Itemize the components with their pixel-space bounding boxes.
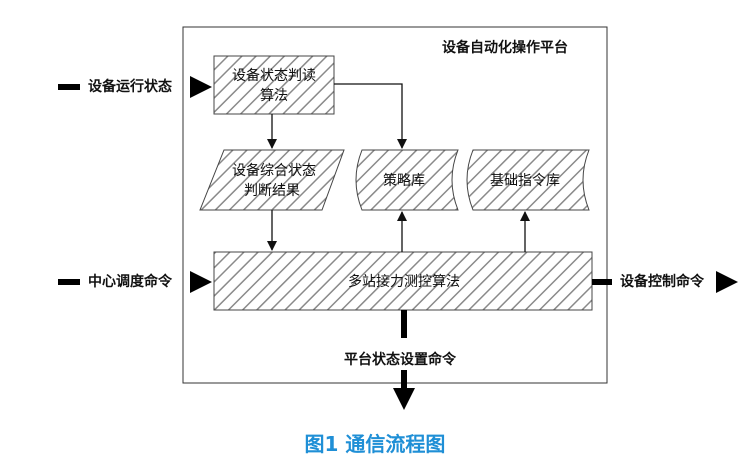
- output-device-control-arrowhead: [716, 271, 738, 293]
- input-center-command-label: 中心调度命令: [88, 273, 173, 290]
- input-center-command-arrowhead: [190, 271, 212, 293]
- platform-frame: [182, 26, 608, 384]
- composite-result-label-2: 判断结果: [244, 183, 300, 199]
- strategy-lib-label: 策略库: [383, 172, 425, 189]
- output-platform-setting-arrowhead: [393, 388, 415, 410]
- output-platform-setting-label: 平台状态设置命令: [344, 351, 457, 368]
- input-device-status-arrowhead: [190, 76, 212, 98]
- arrow-read-to-strategy: [334, 83, 407, 149]
- composite-result-label-1: 设备综合状态: [232, 162, 316, 179]
- input-device-status-label: 设备运行状态: [88, 78, 172, 95]
- composite-result-box: [199, 149, 345, 211]
- relay-algo-label: 多站接力测控算法: [348, 273, 460, 290]
- state-read-algo-label-1: 设备状态判读: [232, 67, 316, 84]
- strategy-lib-box: [355, 149, 459, 211]
- output-device-control-label: 设备控制命令: [620, 273, 705, 290]
- figure-caption: 图1 通信流程图: [305, 432, 446, 456]
- base-instruction-lib-label: 基础指令库: [490, 172, 560, 189]
- platform-title: 设备自动化操作平台: [442, 39, 568, 56]
- state-read-algo-label-2: 算法: [260, 88, 288, 104]
- state-read-algo-box: [213, 55, 335, 115]
- base-instruction-lib-box: [466, 149, 590, 211]
